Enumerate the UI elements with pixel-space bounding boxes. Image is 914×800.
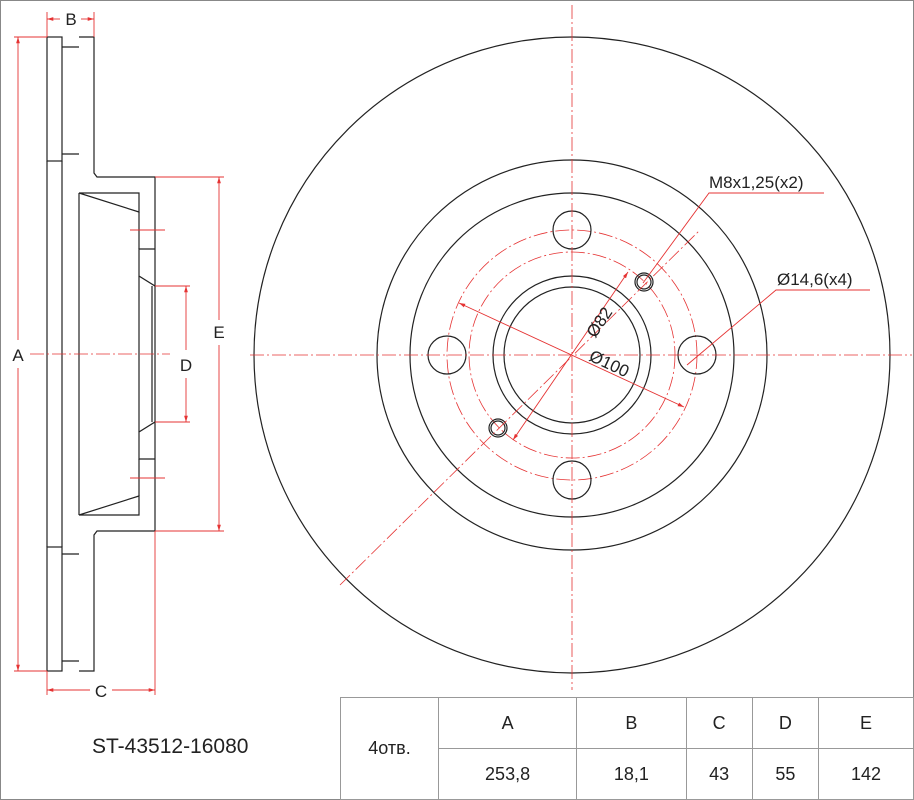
value-c: 43: [685, 748, 753, 800]
value-e: 142: [817, 748, 914, 800]
hole-label: Ø14,6(x4): [777, 270, 853, 289]
hub-diameter-label: Ø82: [583, 304, 617, 341]
holes-count: 4отв.: [340, 697, 439, 800]
front-view: Ø82 Ø100 M8x1,25(x2) Ø14,6(x4): [250, 5, 912, 690]
label-e: E: [213, 323, 224, 342]
label-c: C: [95, 682, 107, 701]
header-d: D: [751, 697, 819, 749]
header-e: E: [817, 697, 914, 749]
pcd-label: Ø100: [586, 346, 632, 381]
label-a: A: [12, 346, 24, 365]
label-d: D: [180, 356, 192, 375]
thread-label: M8x1,25(x2): [709, 173, 803, 192]
header-c: C: [685, 697, 753, 749]
side-section-view: [30, 36, 170, 672]
dimension-lines: A B C D E: [12, 10, 224, 701]
header-b: B: [576, 697, 687, 749]
threaded-hole: [634, 272, 654, 292]
dimensions-table: 4отв. A B C D E 253,8 18,1 43 55 142: [340, 697, 914, 800]
header-a: A: [437, 697, 578, 749]
value-d: 55: [751, 748, 819, 800]
value-b: 18,1: [576, 748, 687, 800]
label-b: B: [65, 10, 76, 29]
part-number: ST-43512-16080: [92, 735, 249, 758]
threaded-hole: [488, 418, 508, 438]
value-a: 253,8: [437, 748, 578, 800]
